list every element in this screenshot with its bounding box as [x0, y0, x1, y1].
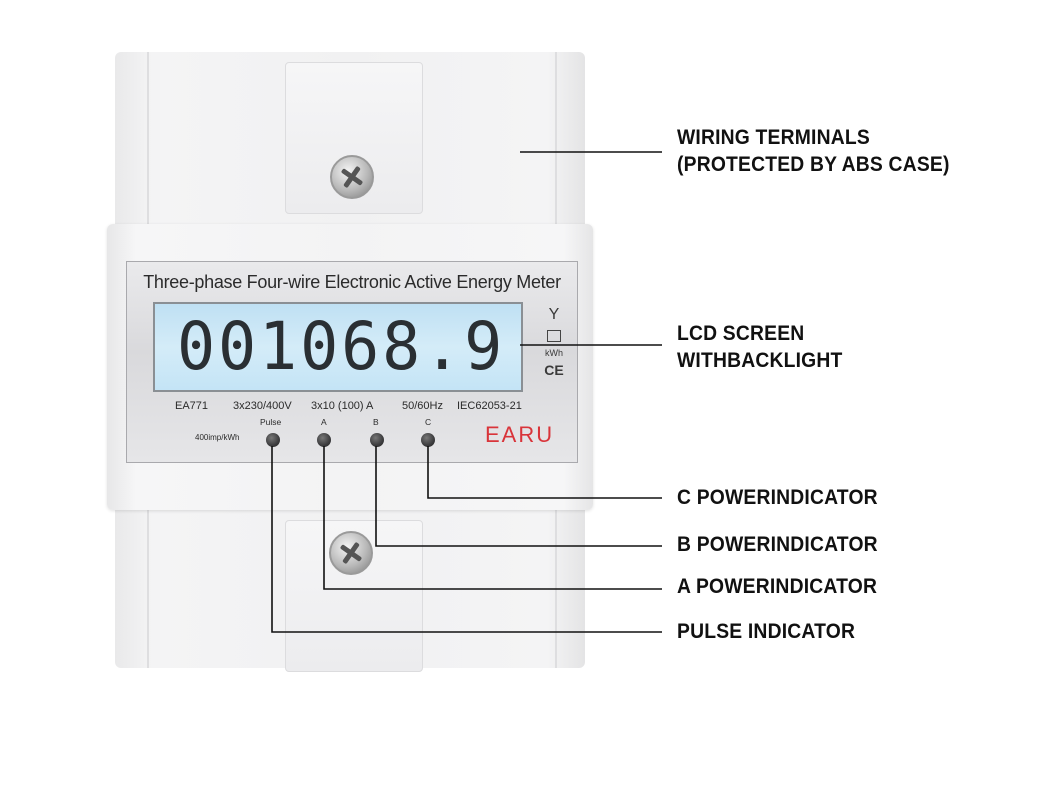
brand-logo: EARU	[485, 422, 555, 447]
c-indicator-leader-line	[427, 446, 662, 499]
wiring-callout-line1: WIRING TERMINALS	[677, 126, 870, 149]
model-label: EA771	[175, 400, 209, 412]
b-indicator-label: B	[373, 417, 379, 427]
housing-rib	[147, 500, 149, 668]
housing-rib	[555, 52, 557, 232]
current-label: 3x10 (100) A	[311, 400, 374, 412]
frequency-label: 50/60Hz	[402, 400, 443, 412]
wiring-terminals-callout: WIRING TERMINALS (PROTECTED BY ABS CASE)	[677, 124, 950, 178]
pulse-indicator-callout: PULSE INDICATOR	[677, 620, 856, 643]
meter-upper-housing	[115, 52, 585, 232]
backlight-icon	[547, 330, 561, 342]
upper-terminal-cover	[285, 62, 423, 214]
unit-label: kWh	[545, 348, 563, 358]
housing-rib	[147, 52, 149, 232]
meter-faceplate: Three-phase Four-wire Electronic Active …	[126, 261, 578, 463]
a-indicator-label: A	[321, 417, 327, 427]
screw-icon	[329, 531, 373, 575]
wiring-callout-line2: (PROTECTED BY ABS CASE)	[677, 153, 950, 176]
standard-label: IEC62053-21	[457, 400, 522, 412]
lcd-side-icons: Y kWh CE	[539, 306, 569, 378]
antenna-icon: Y	[548, 306, 560, 323]
lcd-callout-line2: WITHBACKLIGHT	[677, 349, 843, 372]
pulse-led	[266, 433, 280, 447]
ce-mark: CE	[544, 362, 564, 378]
b-indicator-leader-line	[375, 446, 662, 547]
pulse-indicator-leader-line	[271, 446, 662, 633]
c-indicator-callout: C POWERINDICATOR	[677, 486, 878, 509]
meter-lower-housing	[115, 500, 585, 672]
voltage-label: 3x230/400V	[233, 400, 292, 412]
lcd-screen-callout: LCD SCREEN WITHBACKLIGHT	[677, 320, 843, 374]
a-phase-led	[317, 433, 331, 447]
b-phase-led	[370, 433, 384, 447]
housing-rib	[555, 500, 557, 668]
screw-icon	[330, 155, 374, 199]
lcd-callout-line1: LCD SCREEN	[677, 322, 805, 345]
energy-reading: 001068.9	[177, 308, 506, 385]
a-indicator-leader-line	[323, 446, 662, 590]
b-indicator-callout: B POWERINDICATOR	[677, 533, 878, 556]
a-indicator-callout: A POWERINDICATOR	[677, 575, 878, 598]
meter-title: Three-phase Four-wire Electronic Active …	[143, 272, 561, 292]
lcd-screen: 001068.9	[153, 302, 523, 392]
c-phase-led	[421, 433, 435, 447]
impulse-rate-label: 400imp/kWh	[195, 433, 240, 442]
c-indicator-label: C	[425, 417, 432, 427]
pulse-indicator-label: Pulse	[260, 417, 282, 427]
